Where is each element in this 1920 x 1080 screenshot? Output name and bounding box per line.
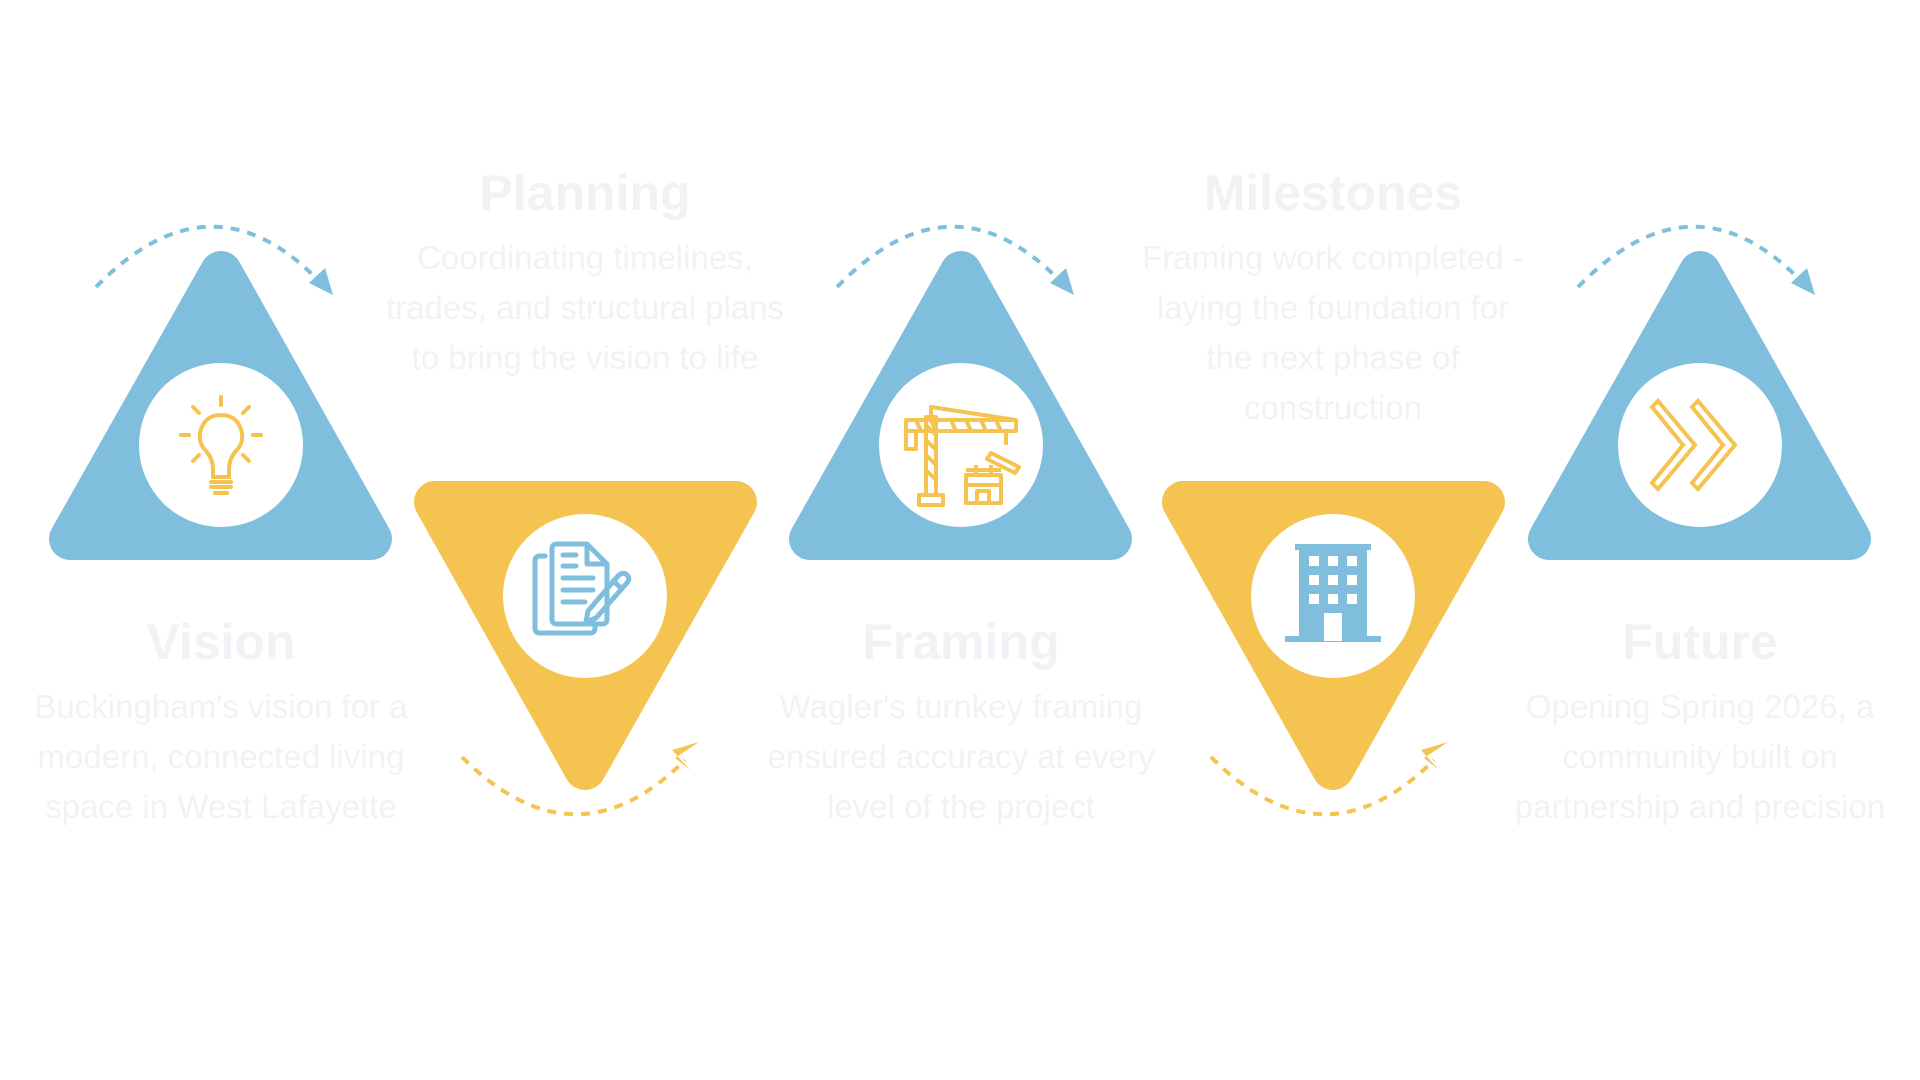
- crane-icon: [904, 405, 1021, 507]
- arc-arrow-planning: [460, 755, 687, 817]
- step-vision: Vision Buckingham's vision for a modern,…: [21, 612, 421, 832]
- icon-circle-framing: [879, 363, 1043, 527]
- step-title: Framing: [862, 614, 1060, 670]
- lightbulb-icon: [179, 395, 263, 495]
- step-description: Wagler's turnkey framing ensured accurac…: [767, 688, 1155, 825]
- arc-arrow-framing: [835, 224, 1061, 289]
- arc-arrow-milestones: [1209, 755, 1436, 817]
- double-chevron-icon: [1649, 398, 1738, 492]
- step-title: Planning: [479, 165, 691, 221]
- step-description: Coordinating timelines, trades, and stru…: [385, 239, 785, 376]
- step-title: Vision: [146, 614, 296, 670]
- step-title: Future: [1622, 614, 1778, 670]
- step-planning: Planning Coordinating timelines, trades,…: [385, 163, 785, 383]
- arc-arrow-vision: [94, 224, 320, 289]
- arrowheads: [309, 268, 1815, 770]
- icon-circle-vision: [139, 363, 303, 527]
- step-framing: Framing Wagler's turnkey framing ensured…: [761, 612, 1161, 832]
- step-description: Opening Spring 2026, a community built o…: [1514, 688, 1886, 825]
- icon-circle-future: [1618, 363, 1782, 527]
- icon-circle-planning: [503, 514, 667, 678]
- step-milestones: Milestones Framing work completed - layi…: [1133, 163, 1533, 433]
- building-icon: [1285, 544, 1381, 642]
- arc-arrow-future: [1576, 224, 1802, 289]
- step-title: Milestones: [1203, 165, 1463, 221]
- step-description: Framing work completed - laying the foun…: [1142, 239, 1524, 426]
- step-description: Buckingham's vision for a modern, connec…: [34, 688, 408, 825]
- documents-pencil-icon: [532, 541, 632, 636]
- step-future: Future Opening Spring 2026, a community …: [1500, 612, 1900, 832]
